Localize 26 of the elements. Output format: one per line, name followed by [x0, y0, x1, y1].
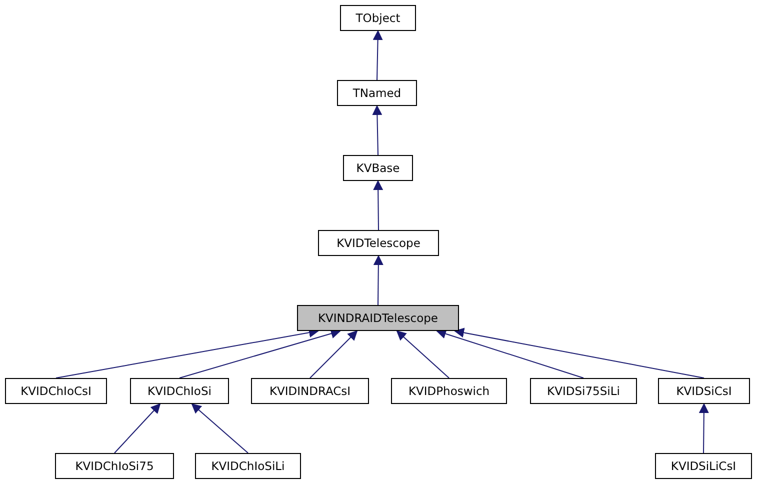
inheritance-arrow	[191, 403, 248, 454]
inheritance-arrow	[454, 328, 704, 378]
class-box: KVIDSiLiCsI	[655, 453, 752, 479]
inheritance-arrow	[114, 403, 161, 454]
inheritance-arrow	[179, 328, 341, 378]
inheritance-arrow	[373, 180, 384, 230]
class-box: KVIDChIoSi	[130, 378, 229, 404]
class-box: KVIDTelescope	[318, 230, 439, 256]
class-box: TNamed	[337, 80, 417, 106]
class-box: TObject	[340, 5, 416, 31]
inheritance-arrow	[372, 30, 383, 80]
class-box: KVIDSi75SiLi	[530, 378, 637, 404]
class-box: KVIDINDRACsI	[251, 378, 369, 404]
class-box: KVINDRAIDTelescope	[297, 305, 459, 331]
class-box: KVIDChIoSi75	[55, 453, 174, 479]
inheritance-arrow	[373, 255, 384, 306]
class-box: KVIDChIoSiLi	[195, 453, 301, 479]
inheritance-arrow	[396, 330, 450, 378]
inheritance-arrow	[698, 403, 709, 454]
inheritance-arrow	[372, 105, 382, 156]
inheritance-arrow	[310, 330, 358, 378]
class-box: KVIDChIoCsI	[5, 378, 107, 404]
class-box: KVIDSiCsI	[658, 378, 750, 404]
class-box: KVBase	[343, 155, 413, 181]
class-box: KVIDPhoswich	[391, 378, 507, 404]
inheritance-arrow	[436, 329, 584, 378]
